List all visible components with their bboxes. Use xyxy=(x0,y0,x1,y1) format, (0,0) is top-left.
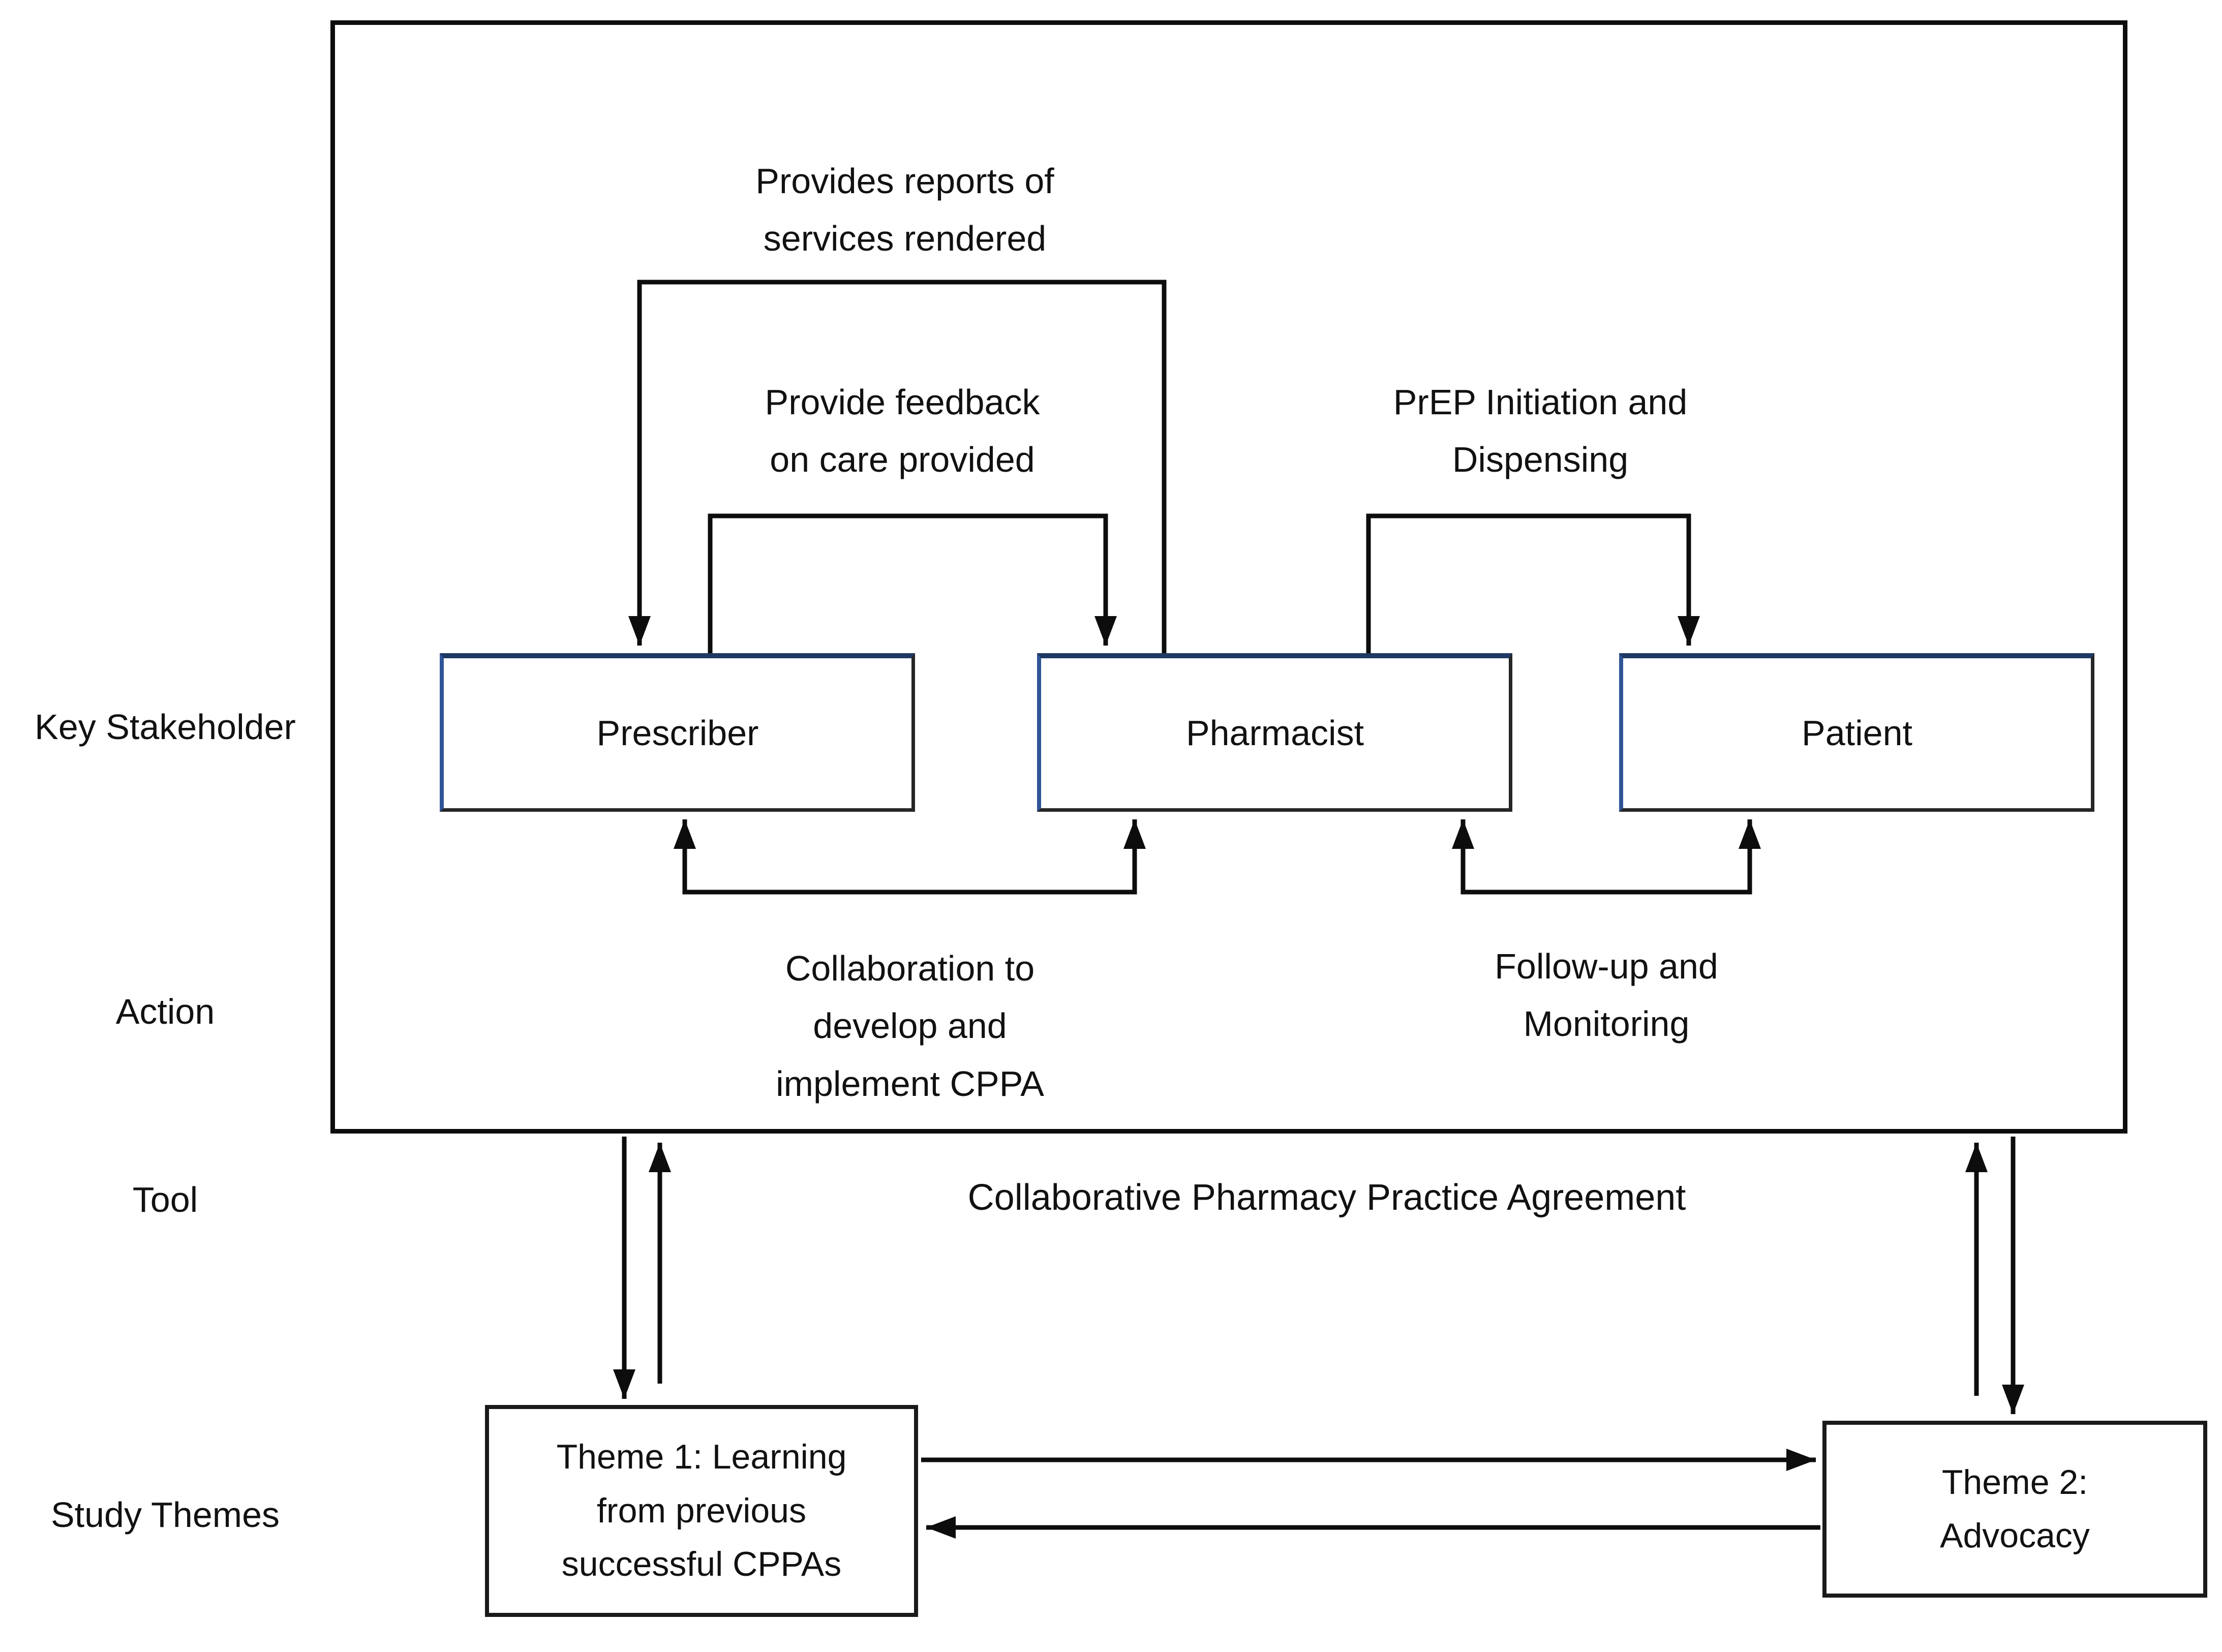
prescriber-label: Prescriber xyxy=(596,713,759,753)
stakeholder-container-box xyxy=(330,20,2127,1134)
theme1-box: Theme 1: Learning from previous successf… xyxy=(485,1405,918,1617)
arrow-provides-reports xyxy=(628,280,1167,653)
arrow-collaboration xyxy=(674,819,1146,895)
arrow-prep-initiation xyxy=(1366,513,1700,653)
pharmacist-label: Pharmacist xyxy=(1185,713,1364,753)
edge-label-collaboration: Collaboration to develop and implement C… xyxy=(776,949,1044,1104)
row-label-study-themes: Study Themes xyxy=(50,1495,280,1535)
row-label-action: Action xyxy=(115,992,215,1031)
edge-label-provides-reports: Provides reports of services rendered xyxy=(755,161,1054,259)
prescriber-box: Prescriber xyxy=(440,653,915,812)
pharmacist-box: Pharmacist xyxy=(1037,653,1512,812)
edge-label-provide-feedback: Provide feedback on care provided xyxy=(765,382,1040,480)
row-label-key-stakeholder: Key Stakeholder xyxy=(35,707,296,747)
tool-label-cppa: Collaborative Pharmacy Practice Agreemen… xyxy=(967,1177,1686,1218)
row-label-tool: Tool xyxy=(132,1180,198,1219)
edge-label-prep-initiation: PrEP Initiation and Dispensing xyxy=(1393,382,1688,480)
theme1-label: Theme 1: Learning from previous successf… xyxy=(556,1437,847,1584)
arrow-provide-feedback xyxy=(708,513,1117,653)
theme2-box: Theme 2: Advocacy xyxy=(1822,1421,2207,1598)
theme2-label: Theme 2: Advocacy xyxy=(1940,1462,2090,1555)
arrow-follow-up xyxy=(1452,819,1761,895)
patient-label: Patient xyxy=(1802,713,1912,753)
patient-box: Patient xyxy=(1619,653,2094,812)
edge-label-follow-up: Follow-up and Monitoring xyxy=(1495,946,1718,1044)
